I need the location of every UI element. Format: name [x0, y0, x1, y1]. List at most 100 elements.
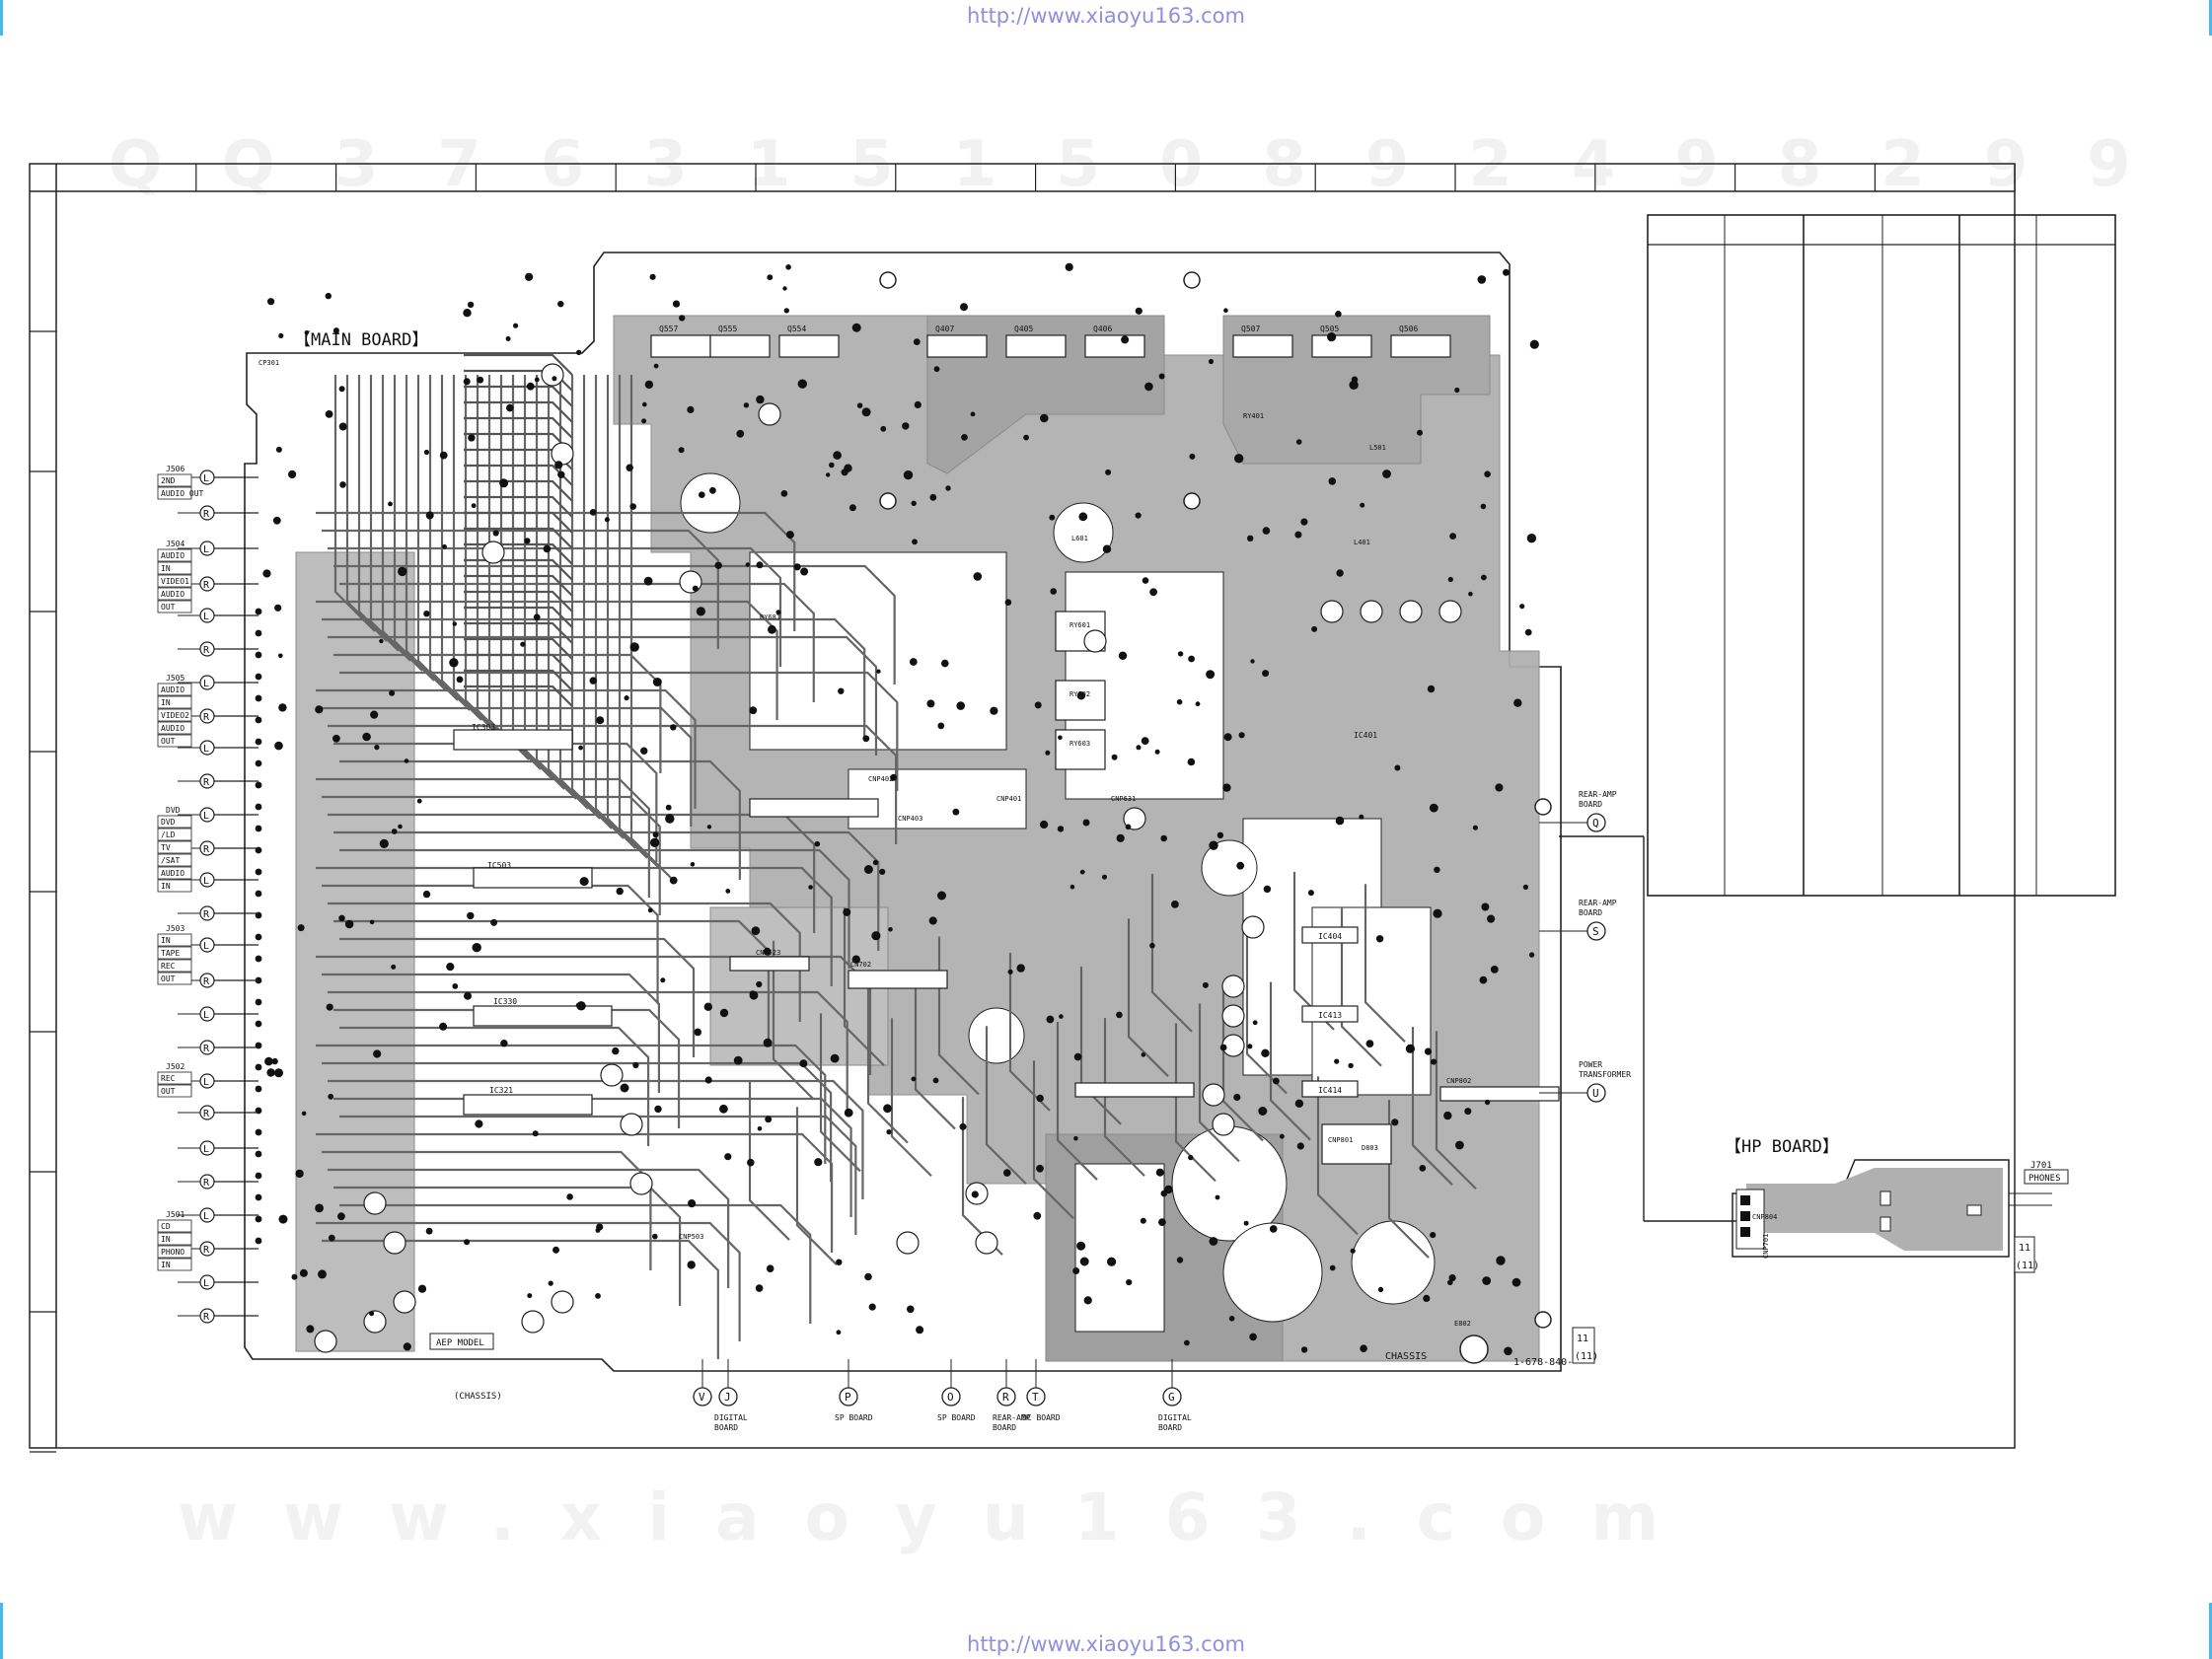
pad: [1040, 413, 1049, 423]
pad: [861, 407, 871, 417]
pad: [388, 501, 393, 507]
pad: [1007, 969, 1013, 974]
header-url[interactable]: http://www.xiaoyu163.com: [967, 4, 1245, 28]
pad: [629, 503, 636, 510]
connection-markers: QREAR-AMPBOARDSREAR-AMPBOARDUPOWERTRANSF…: [693, 790, 1631, 1432]
pad: [620, 1083, 629, 1093]
connection-label: SP BOARD: [835, 1413, 873, 1422]
pad: [475, 1119, 483, 1128]
misc-label: D803: [1362, 1144, 1378, 1152]
pad: [255, 629, 262, 637]
connection-id: T: [1032, 1391, 1039, 1404]
jack-label-box: [157, 734, 192, 748]
pad: [589, 509, 597, 516]
pad: [890, 773, 898, 781]
watermark-digit: 9: [1364, 128, 1410, 201]
pad: [1217, 831, 1224, 838]
jack-group-label: /SAT: [161, 856, 180, 865]
pad: [1233, 1093, 1241, 1102]
connection-label: SP BOARD: [937, 1413, 976, 1422]
pad: [1468, 591, 1473, 597]
pad: [856, 402, 863, 409]
jack-channel-label: L: [203, 679, 209, 689]
trace: [594, 375, 636, 849]
pad: [1234, 454, 1244, 464]
ic-label: IC303: [472, 723, 495, 732]
trace: [339, 1203, 812, 1324]
pad: [780, 490, 788, 497]
jack-group-label: DVD: [161, 818, 176, 827]
pad: [566, 1193, 573, 1200]
pad: [255, 608, 262, 615]
pad: [1262, 527, 1271, 535]
capacitor: [1241, 915, 1265, 939]
jack-group-label: OUT: [161, 603, 176, 612]
pad: [616, 887, 624, 896]
pad: [767, 274, 774, 281]
jack-channel-label: L: [203, 744, 209, 755]
connection-id: V: [699, 1391, 705, 1404]
pad: [328, 1093, 334, 1100]
ic-label: IC401: [1354, 731, 1377, 740]
pad: [255, 738, 262, 746]
pad: [886, 1129, 892, 1135]
jack-group-label: OUT: [161, 1087, 176, 1096]
trace: [322, 1239, 719, 1359]
capacitor: [1320, 600, 1344, 623]
footer-url[interactable]: http://www.xiaoyu163.com: [967, 1632, 1245, 1656]
component-body: [749, 798, 879, 818]
pad: [1375, 935, 1384, 943]
pad: [785, 531, 794, 540]
connector-label: CNP804: [1752, 1213, 1777, 1221]
pad: [1111, 754, 1118, 760]
pad: [763, 1038, 773, 1047]
trace: [416, 375, 459, 701]
pad: [672, 300, 681, 308]
pad: [490, 918, 498, 926]
watermark-digit: 5: [849, 128, 894, 201]
trace: [464, 653, 573, 676]
watermark-digit: 3: [333, 128, 379, 201]
jack-group-label: IN: [161, 936, 171, 945]
jack-group-ref: J501: [166, 1210, 184, 1219]
capacitor: [1212, 1113, 1235, 1136]
misc-label: CP301: [258, 359, 279, 367]
pad: [338, 914, 345, 922]
pad: [391, 964, 397, 970]
trace: [1364, 884, 1406, 1043]
component-body: [650, 334, 711, 358]
pad: [604, 517, 610, 523]
capacitor: [679, 570, 702, 594]
jack-group-ref: J504: [166, 540, 184, 548]
jack-group-label: IN: [161, 1235, 171, 1244]
pad: [1076, 691, 1086, 700]
trace: [316, 600, 778, 720]
jack-label-box: [157, 1219, 192, 1233]
pad: [1365, 1040, 1374, 1047]
pad: [1176, 1257, 1184, 1263]
pad: [1360, 1344, 1367, 1352]
capacitor: [521, 1310, 545, 1334]
pad: [1424, 1047, 1433, 1055]
pad: [1209, 1237, 1218, 1246]
pad: [1334, 1058, 1340, 1064]
pad: [714, 561, 722, 569]
pad: [765, 1116, 773, 1123]
pad: [1079, 869, 1085, 875]
jack-label-box: [157, 683, 192, 696]
pad: [629, 642, 639, 652]
pad: [1482, 1276, 1492, 1285]
pad: [1164, 1185, 1173, 1194]
pad: [872, 859, 879, 866]
pad: [417, 1284, 427, 1293]
pad: [1296, 1142, 1304, 1150]
trace: [328, 1079, 864, 1199]
pad: [1076, 1241, 1086, 1251]
pad: [1057, 826, 1065, 832]
connection-label: BOARD: [1579, 800, 1602, 809]
pad: [534, 377, 540, 383]
pad: [255, 1237, 262, 1245]
pad: [398, 824, 403, 830]
watermark-digit: Q: [221, 128, 275, 201]
pad: [990, 706, 998, 715]
